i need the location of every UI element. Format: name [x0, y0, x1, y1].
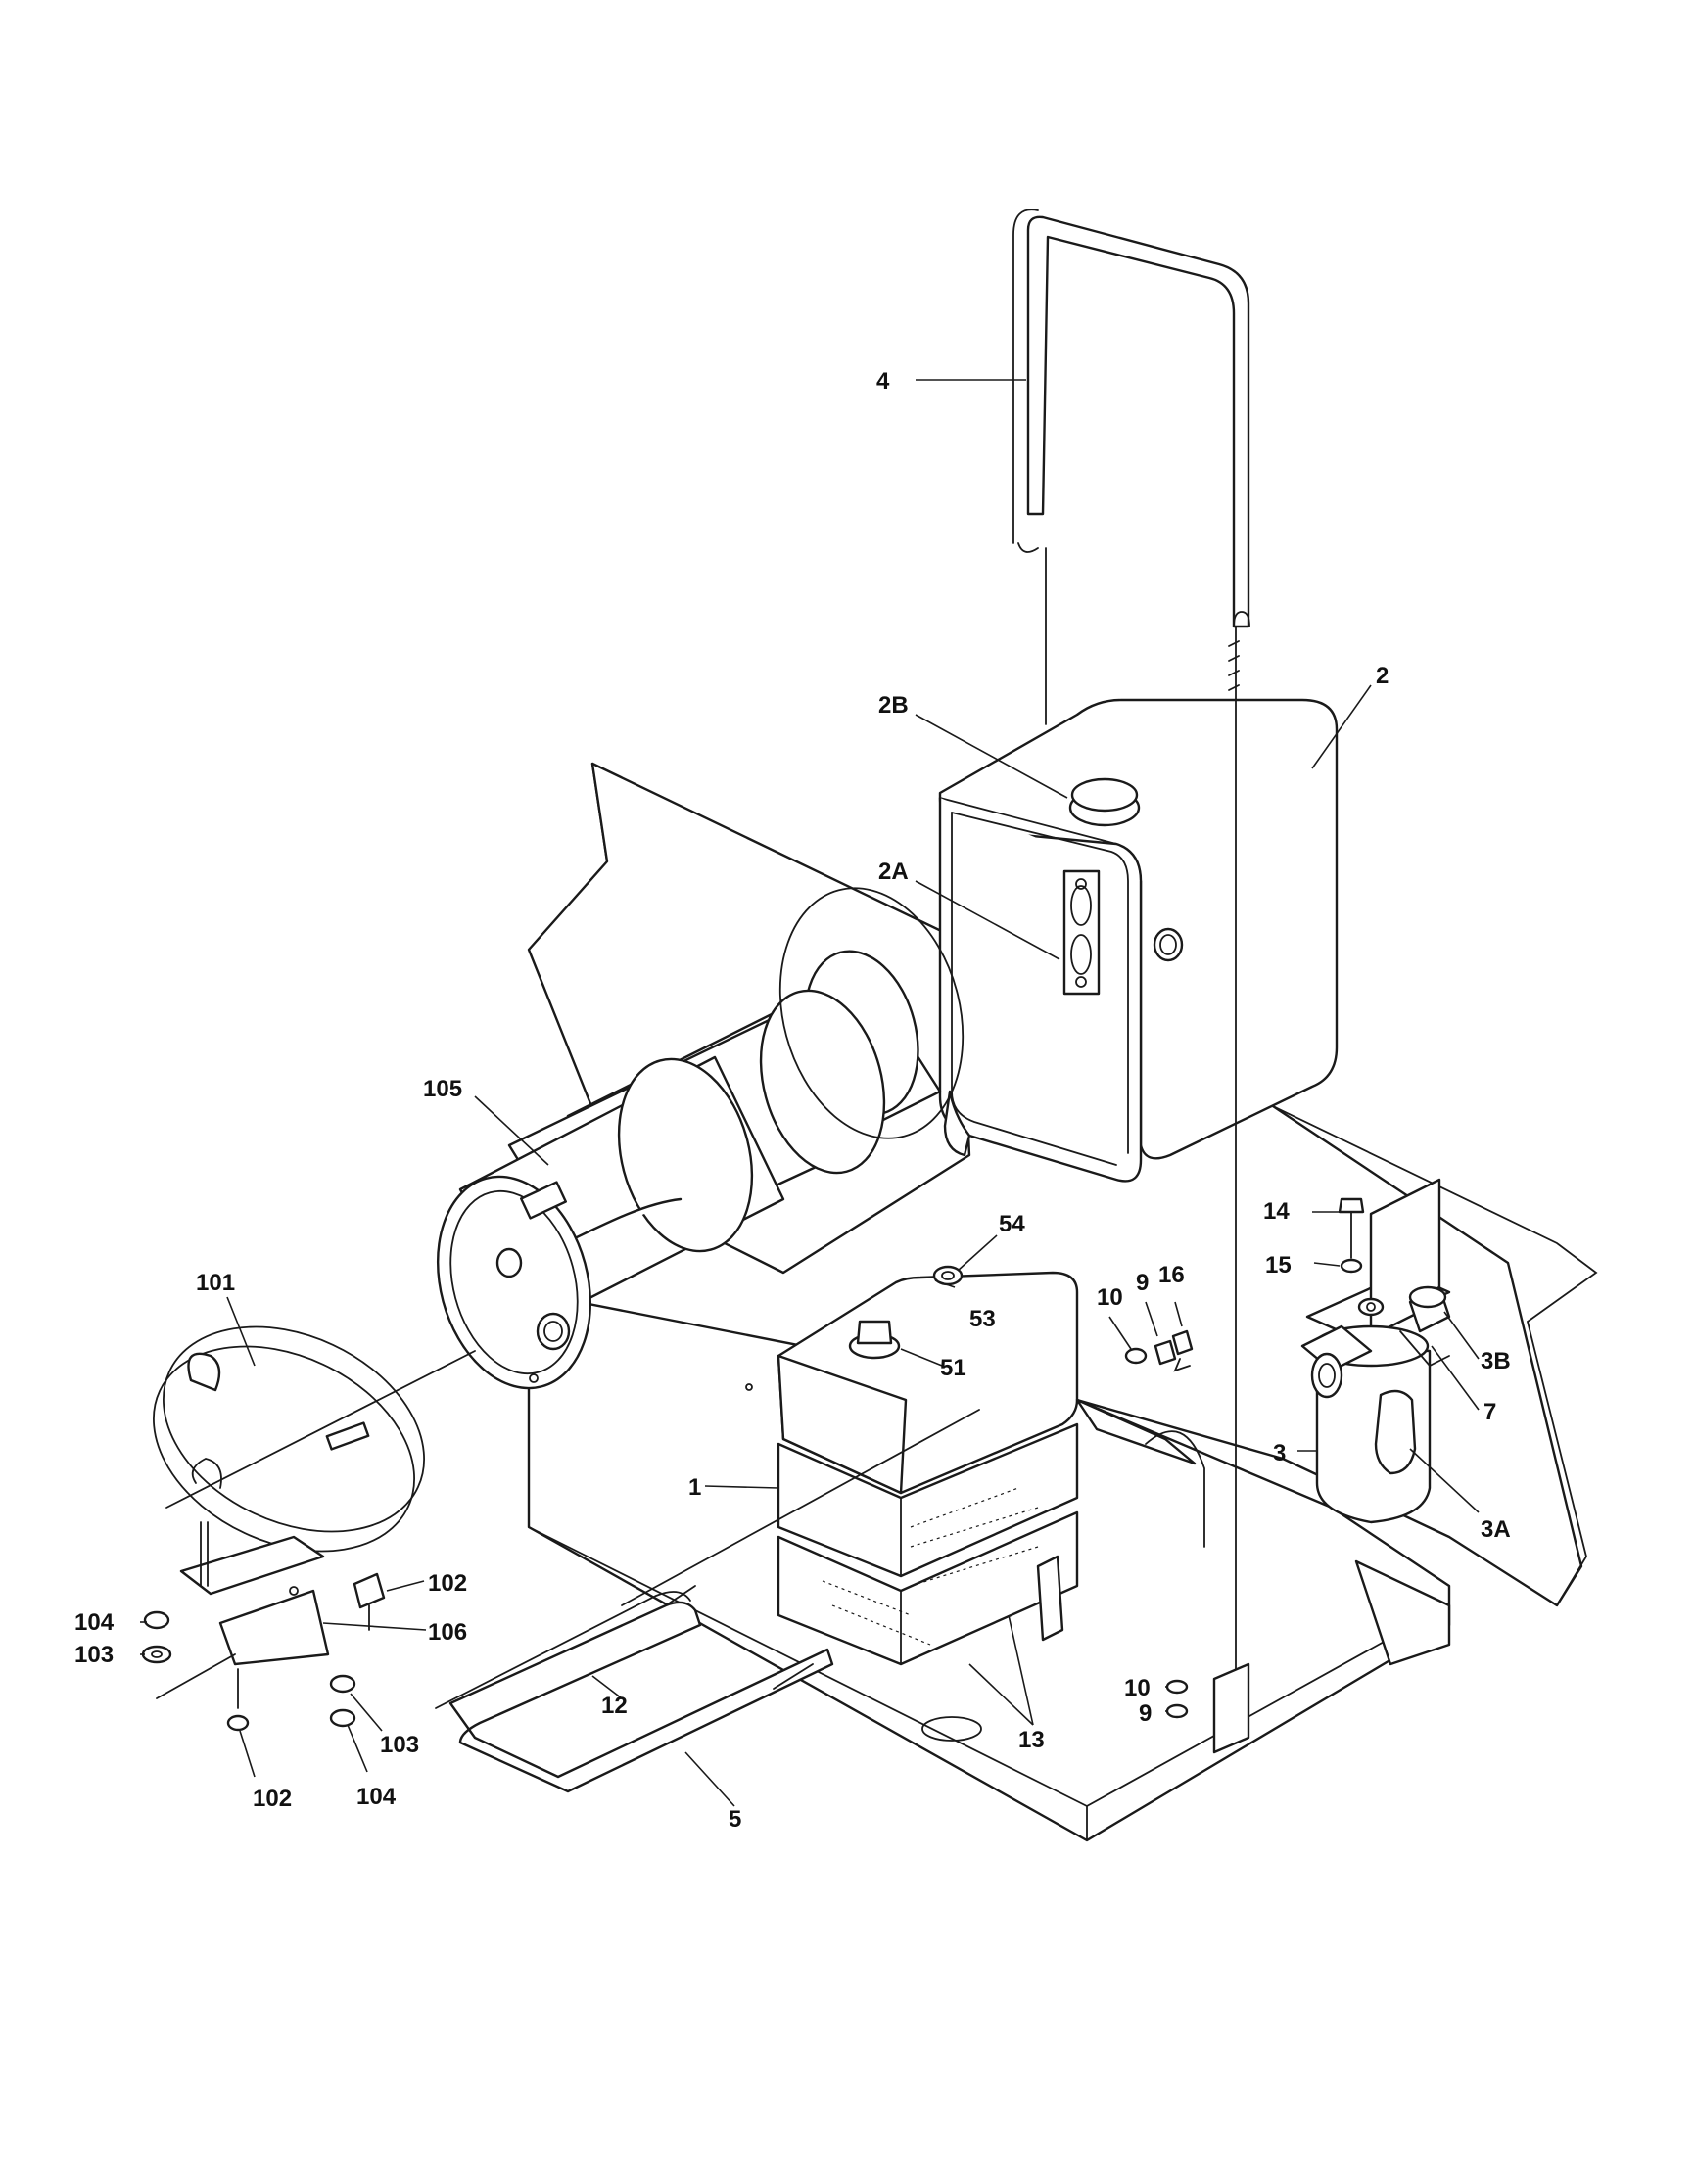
tank-hold-down-strap [1012, 209, 1250, 1685]
callout-2b: 2B [878, 692, 909, 719]
callout-10-upper: 10 [1097, 1284, 1123, 1311]
electric-motor [436, 887, 965, 1390]
callout-leaders [140, 379, 1480, 1807]
callout-14: 14 [1263, 1198, 1290, 1225]
callout-1: 1 [688, 1474, 701, 1501]
callout-2: 2 [1376, 663, 1389, 689]
callout-3: 3 [1273, 1440, 1286, 1466]
callout-3b: 3B [1481, 1348, 1511, 1374]
callout-16: 16 [1158, 1262, 1185, 1288]
callout-104-left: 104 [74, 1609, 115, 1636]
callout-2a: 2A [878, 859, 909, 885]
callout-10-lower: 10 [1124, 1675, 1151, 1701]
callout-9-lower: 9 [1139, 1700, 1152, 1727]
hydraulic-pump-unit [777, 1265, 1205, 1666]
callout-103-left: 103 [74, 1642, 114, 1668]
callout-102-upper: 102 [428, 1570, 467, 1597]
callout-4: 4 [876, 368, 890, 395]
callout-5: 5 [729, 1806, 741, 1833]
callout-51: 51 [940, 1355, 966, 1381]
motor-mount-bracket [156, 1521, 330, 1699]
callout-15: 15 [1265, 1252, 1292, 1278]
callout-104-lower: 104 [356, 1784, 397, 1810]
callout-54: 54 [999, 1211, 1025, 1237]
callout-12: 12 [601, 1693, 628, 1719]
hydraulic-reservoir-tank [938, 698, 1339, 1183]
callout-106: 106 [428, 1619, 467, 1646]
callout-9-upper: 9 [1136, 1270, 1149, 1296]
callout-labels: 4 2 2B 2A 105 101 54 53 51 10 9 16 14 15… [74, 368, 1511, 1833]
callout-102-lower: 102 [253, 1786, 292, 1812]
callout-3a: 3A [1481, 1516, 1511, 1543]
callout-103-right: 103 [380, 1732, 419, 1758]
callout-53: 53 [969, 1306, 996, 1332]
motor-mounting-band [153, 1325, 476, 1553]
return-line-filter [1300, 1178, 1451, 1524]
callout-101: 101 [196, 1270, 235, 1296]
pump-tie-down [435, 1409, 980, 1793]
left-hardware [141, 1572, 386, 1732]
callout-105: 105 [423, 1076, 462, 1102]
callout-13: 13 [1018, 1727, 1045, 1753]
callout-7: 7 [1483, 1399, 1496, 1425]
